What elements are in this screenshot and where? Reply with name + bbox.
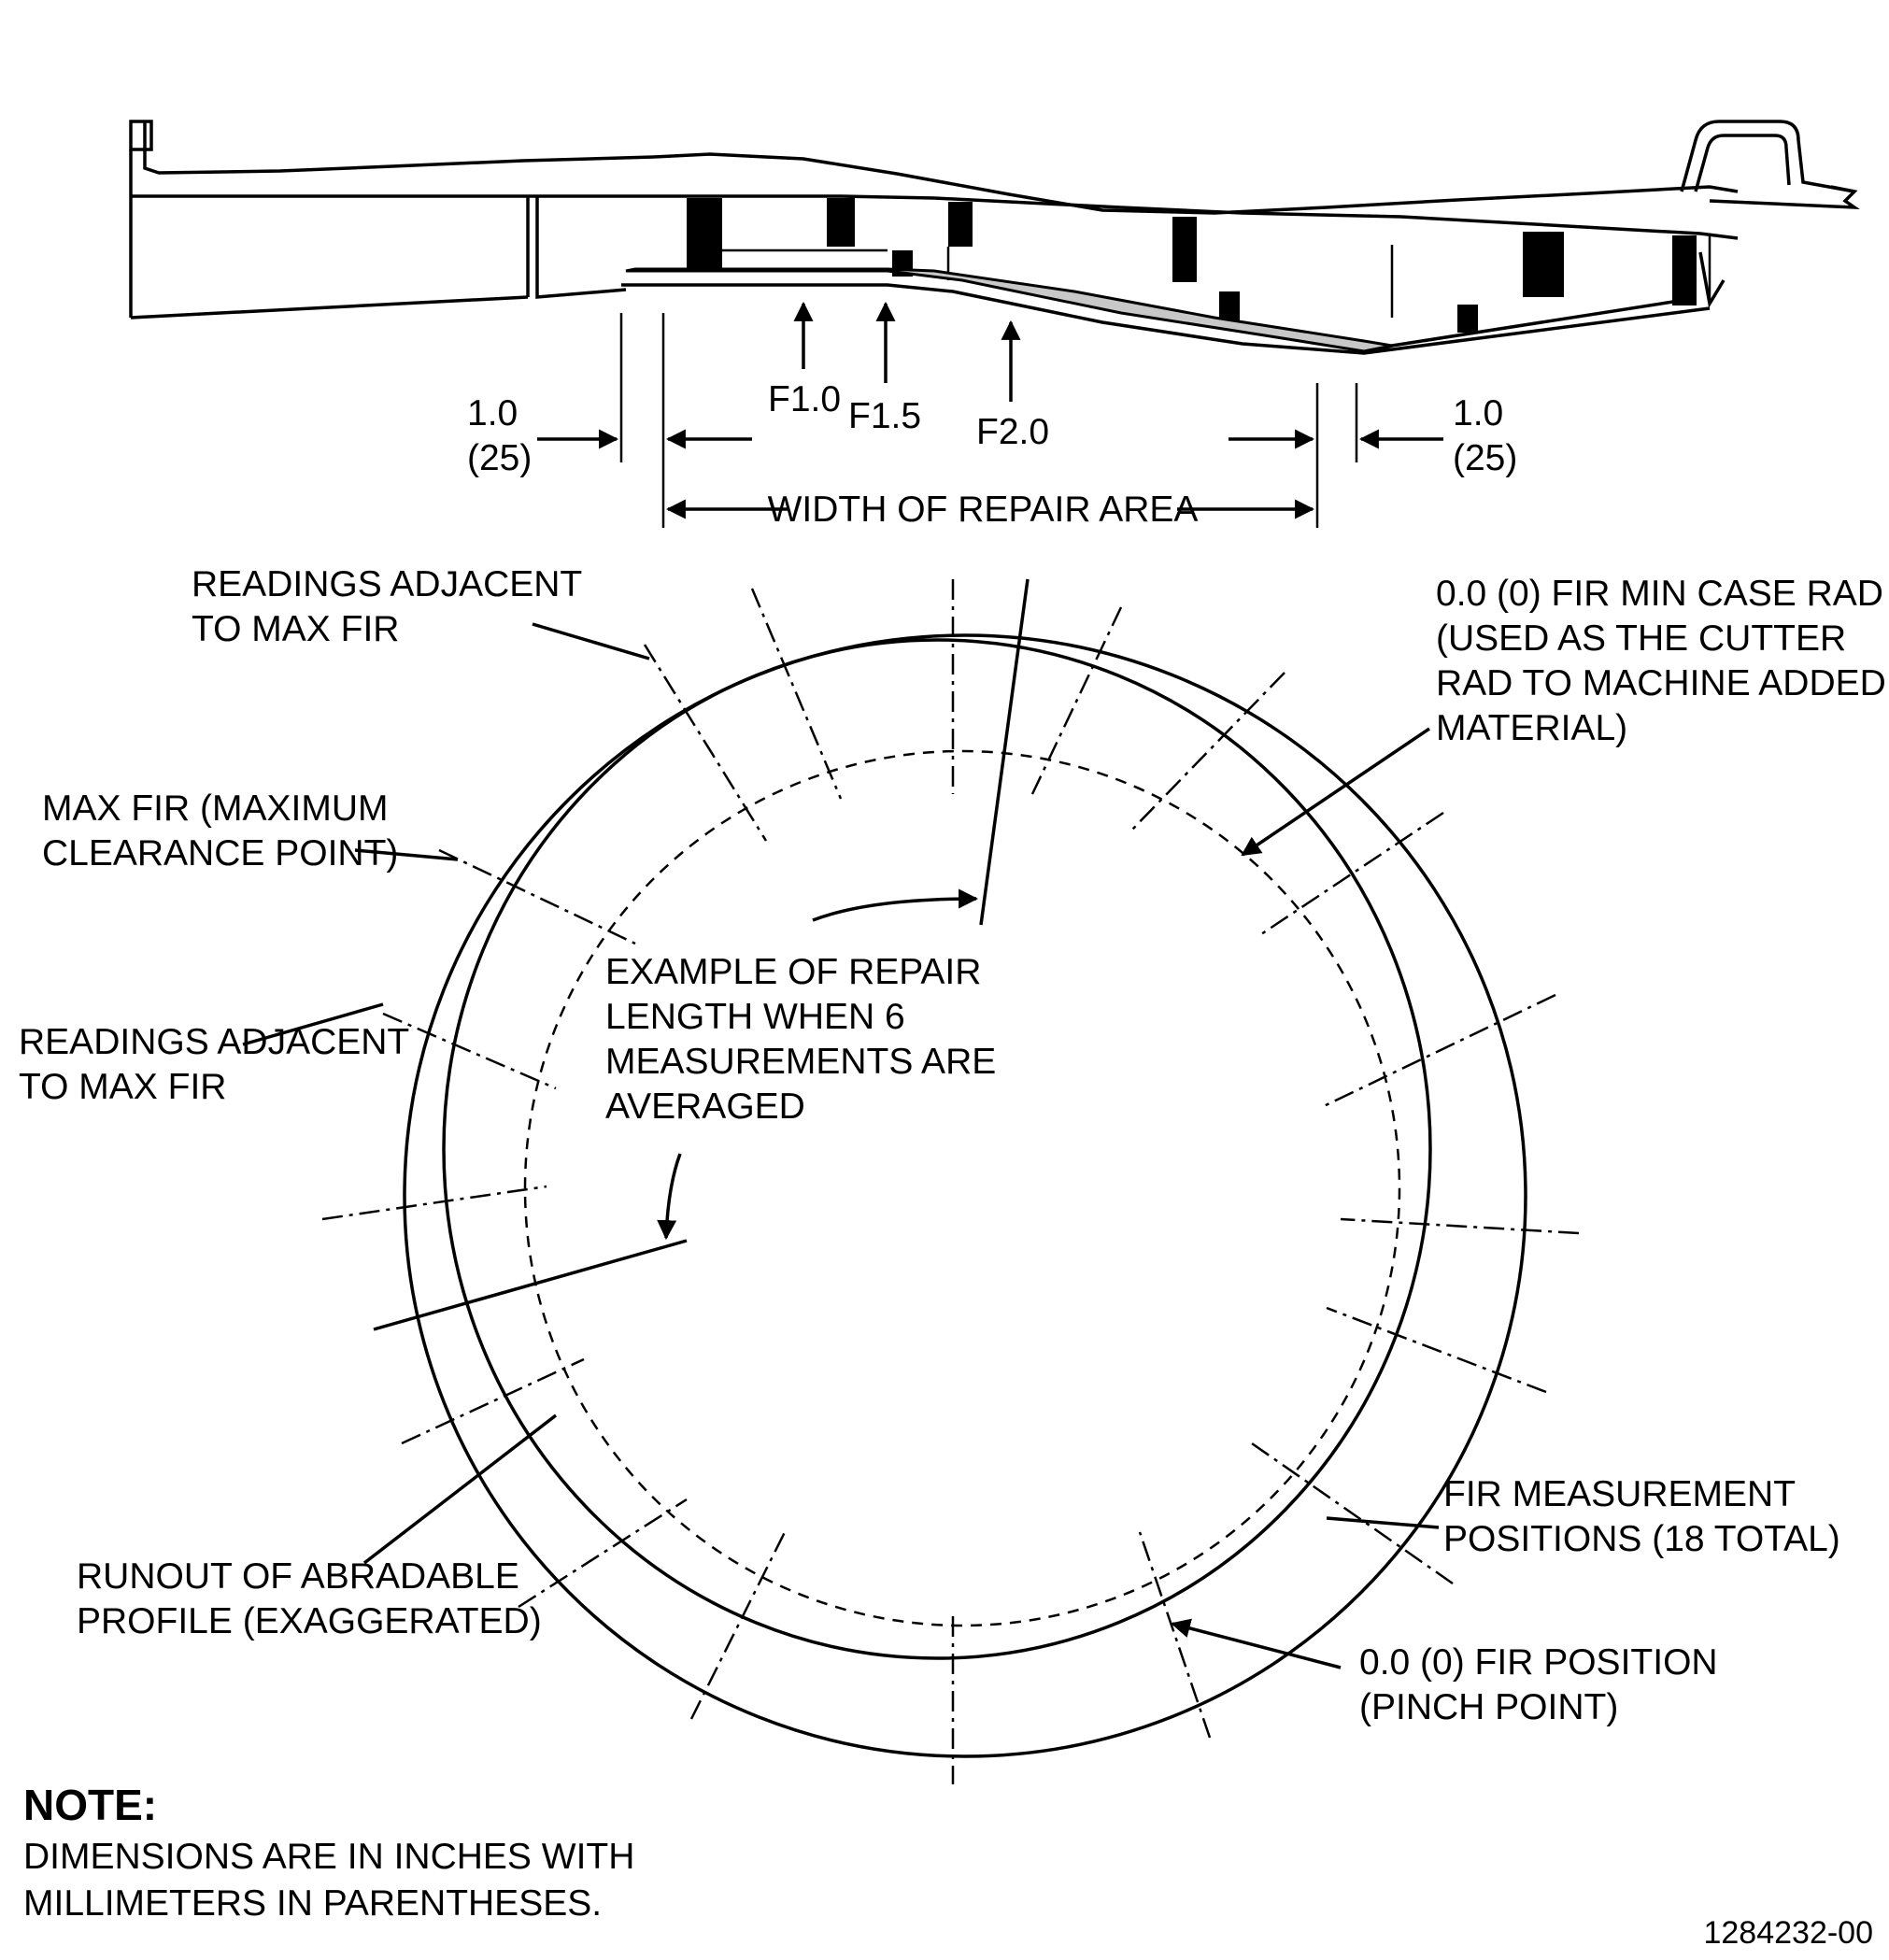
min-case-radius [523, 749, 1401, 1627]
svg-text:MAX FIR (MAXIMUM: MAX FIR (MAXIMUM [42, 788, 388, 829]
readings-adjacent-top-label: READINGS ADJACENT TO MAX FIR [192, 564, 582, 649]
repair-length-example-label: EXAMPLE OF REPAIR LENGTH WHEN 6 MEASUREM… [605, 952, 996, 1127]
svg-text:CLEARANCE POINT): CLEARANCE POINT) [42, 833, 398, 873]
case-outer-profile [143, 121, 1739, 215]
min-case-rad-label: 0.0 (0) FIR MIN CASE RAD (USED AS THE CU… [1436, 574, 1886, 748]
figure-id: 1284232-00 [1703, 1915, 1873, 1951]
svg-text:(PINCH POINT): (PINCH POINT) [1359, 1687, 1618, 1727]
runout-label: RUNOUT OF ABRADABLE PROFILE (EXAGGERATED… [77, 1556, 542, 1641]
svg-text:READINGS ADJACENT: READINGS ADJACENT [192, 564, 582, 604]
runout-circle-view: READINGS ADJACENT TO MAX FIR MAX FIR (MA… [19, 564, 1886, 1784]
svg-text:(USED AS THE CUTTER: (USED AS THE CUTTER [1436, 618, 1846, 659]
left-offset-value: 1.0 [467, 393, 518, 433]
abradable-layer [625, 267, 1393, 353]
svg-text:MATERIAL): MATERIAL) [1436, 708, 1627, 748]
position-f1-5: F1.5 [848, 396, 921, 436]
position-f2-0: F2.0 [976, 412, 1049, 452]
width-of-repair-area: WIDTH OF REPAIR AREA [768, 490, 1199, 530]
outer-case-circle [403, 633, 1527, 1758]
readings-adjacent-left-label: READINGS ADJACENT TO MAX FIR [19, 1022, 409, 1107]
right-hook [1680, 120, 1855, 193]
right-offset-value: 1.0 [1453, 393, 1503, 433]
max-fir-label: MAX FIR (MAXIMUM CLEARANCE POINT) [42, 788, 398, 873]
svg-text:0.0 (0) FIR POSITION: 0.0 (0) FIR POSITION [1359, 1642, 1718, 1683]
note-title: NOTE: [23, 1781, 157, 1829]
svg-text:LENGTH WHEN 6: LENGTH WHEN 6 [605, 997, 905, 1037]
svg-text:0.0 (0) FIR MIN CASE RAD: 0.0 (0) FIR MIN CASE RAD [1436, 574, 1883, 614]
svg-text:TO MAX FIR: TO MAX FIR [19, 1067, 226, 1107]
note-block: NOTE: DIMENSIONS ARE IN INCHES WITH MILL… [23, 1781, 634, 1924]
svg-text:RUNOUT OF ABRADABLE: RUNOUT OF ABRADABLE [77, 1556, 519, 1597]
left-flange [129, 120, 153, 151]
svg-text:POSITIONS (18 TOTAL): POSITIONS (18 TOTAL) [1443, 1519, 1840, 1559]
svg-text:EXAMPLE OF REPAIR: EXAMPLE OF REPAIR [605, 952, 981, 992]
svg-text:PROFILE (EXAGGERATED): PROFILE (EXAGGERATED) [77, 1601, 542, 1641]
svg-text:READINGS ADJACENT: READINGS ADJACENT [19, 1022, 409, 1062]
svg-text:MEASUREMENTS ARE: MEASUREMENTS ARE [605, 1042, 996, 1082]
runout-profile [442, 638, 1432, 1660]
note-line-2: MILLIMETERS IN PARENTHESES. [23, 1883, 602, 1924]
fir-measurement-lines [321, 579, 1580, 1784]
left-offset-mm: (25) [467, 438, 532, 478]
right-offset-mm: (25) [1453, 438, 1517, 478]
honeycomb-cells [687, 198, 1697, 333]
svg-text:TO MAX FIR: TO MAX FIR [192, 609, 399, 649]
pinch-point-label: 0.0 (0) FIR POSITION (PINCH POINT) [1359, 1642, 1718, 1727]
fir-positions-label: FIR MEASUREMENT POSITIONS (18 TOTAL) [1443, 1474, 1840, 1559]
svg-text:RAD TO MACHINE ADDED: RAD TO MACHINE ADDED [1436, 663, 1886, 703]
position-f1-0: F1.0 [768, 379, 841, 419]
svg-text:FIR MEASUREMENT: FIR MEASUREMENT [1443, 1474, 1796, 1514]
case-section-view: F1.0 F1.5 F2.0 1.0 (25) 1.0 (25) WIDTH O… [129, 120, 1860, 530]
svg-text:AVERAGED: AVERAGED [605, 1087, 805, 1127]
case-lower-left [130, 295, 529, 320]
note-line-1: DIMENSIONS ARE IN INCHES WITH [23, 1837, 634, 1877]
